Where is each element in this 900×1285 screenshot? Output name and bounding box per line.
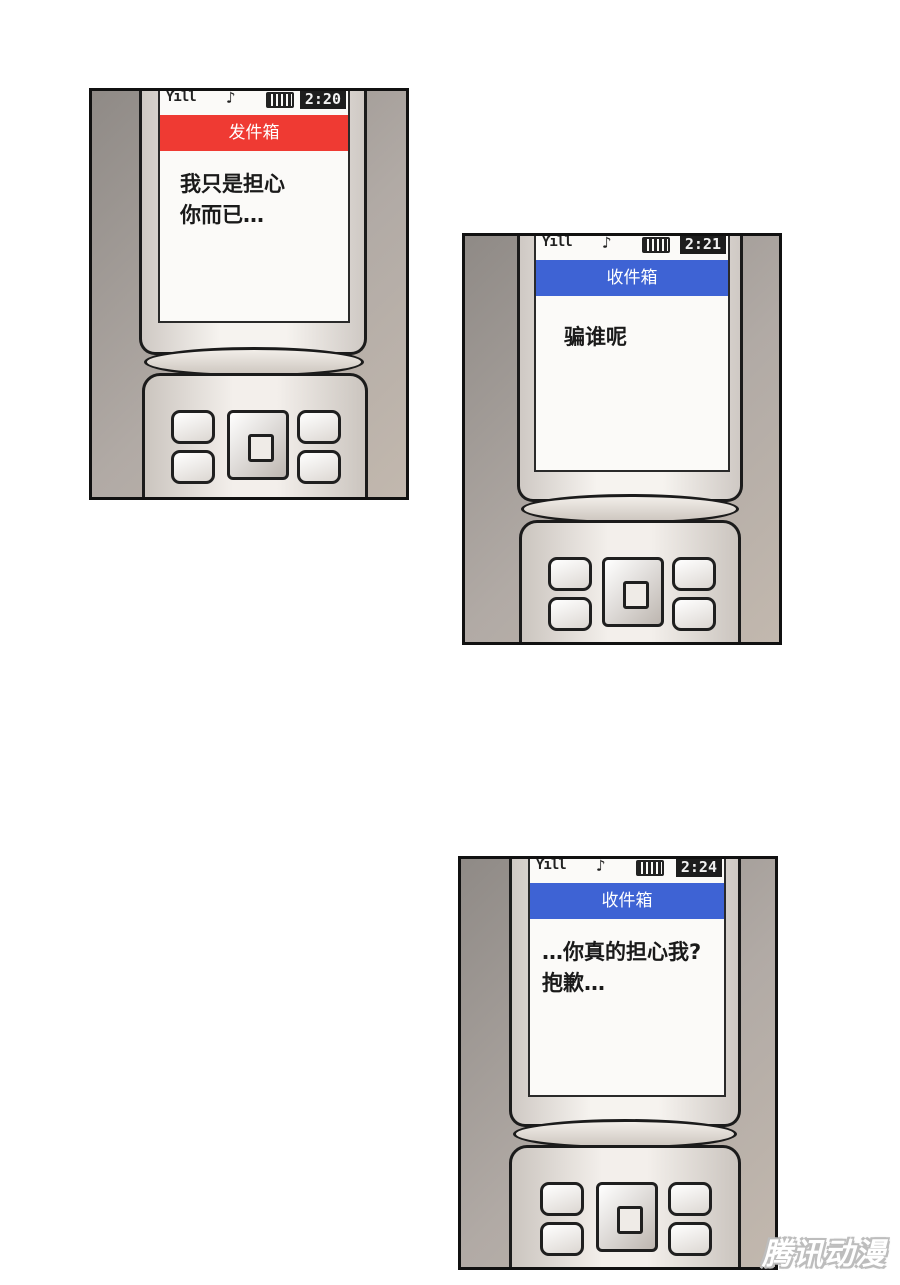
phone-keypad xyxy=(509,1145,741,1267)
signal-icon: Ƴıll xyxy=(166,89,197,105)
signal-icon: Ƴıll xyxy=(542,234,573,250)
battery-icon xyxy=(636,860,664,876)
phone-upper-body: Ƴıll ♪ 2:24 收件箱 …你真的担心我? 抱歉… xyxy=(509,856,741,1127)
phone-keypad xyxy=(142,373,368,497)
phone-screen: Ƴıll ♪ 2:20 发件箱 我只是担心 你而已… xyxy=(158,88,350,323)
key-right-bottom xyxy=(672,597,716,631)
status-bar: Ƴıll ♪ 2:21 xyxy=(536,233,728,256)
key-right-bottom xyxy=(668,1222,712,1256)
phone-keypad xyxy=(519,520,741,642)
key-left-bottom xyxy=(548,597,592,631)
key-left-bottom xyxy=(540,1222,584,1256)
comic-panel-3: Ƴıll ♪ 2:24 收件箱 …你真的担心我? 抱歉… xyxy=(458,856,778,1270)
key-right-top xyxy=(668,1182,712,1216)
music-note-icon: ♪ xyxy=(226,88,236,107)
phone-upper-body: Ƴıll ♪ 2:21 收件箱 骗谁呢 xyxy=(517,233,743,502)
comic-panel-1: Ƴıll ♪ 2:20 发件箱 我只是担心 你而已… xyxy=(89,88,409,500)
key-left-bottom xyxy=(171,450,215,484)
message-line-2: 抱歉… xyxy=(542,971,605,995)
folder-header: 发件箱 xyxy=(160,115,348,151)
comic-panel-2: Ƴıll ♪ 2:21 收件箱 骗谁呢 xyxy=(462,233,782,645)
clock: 2:21 xyxy=(679,236,726,254)
battery-icon xyxy=(642,237,670,253)
key-right-top xyxy=(297,410,341,444)
signal-icon: Ƴıll xyxy=(536,857,567,873)
folder-header: 收件箱 xyxy=(536,260,728,296)
phone-hinge xyxy=(521,494,739,524)
message-line-1: …你真的担心我? xyxy=(542,940,702,964)
key-right-bottom xyxy=(297,450,341,484)
key-right-top xyxy=(672,557,716,591)
message-line-1: 我只是担心 xyxy=(180,172,285,196)
music-note-icon: ♪ xyxy=(602,233,612,252)
phone-screen: Ƴıll ♪ 2:24 收件箱 …你真的担心我? 抱歉… xyxy=(528,856,726,1097)
dpad-center xyxy=(623,581,649,609)
status-bar: Ƴıll ♪ 2:20 xyxy=(160,88,348,111)
phone-screen: Ƴıll ♪ 2:21 收件箱 骗谁呢 xyxy=(534,233,730,472)
message-text: 骗谁呢 xyxy=(564,322,627,353)
dpad-center xyxy=(617,1206,643,1234)
dpad-center xyxy=(248,434,274,462)
dpad xyxy=(227,410,289,480)
dpad xyxy=(602,557,664,627)
message-text: 我只是担心 你而已… xyxy=(180,169,285,231)
clock: 2:20 xyxy=(299,91,346,109)
key-left-top xyxy=(171,410,215,444)
message-line-1: 骗谁呢 xyxy=(564,325,627,349)
status-bar: Ƴıll ♪ 2:24 xyxy=(530,856,724,879)
key-left-top xyxy=(540,1182,584,1216)
battery-icon xyxy=(266,92,294,108)
folder-header: 收件箱 xyxy=(530,883,724,919)
key-left-top xyxy=(548,557,592,591)
watermark-logo: 腾讯动漫 xyxy=(762,1237,886,1272)
dpad xyxy=(596,1182,658,1252)
message-line-2: 你而已… xyxy=(180,203,264,227)
message-text: …你真的担心我? 抱歉… xyxy=(542,937,701,999)
music-note-icon: ♪ xyxy=(596,856,606,875)
phone-upper-body: Ƴıll ♪ 2:20 发件箱 我只是担心 你而已… xyxy=(139,88,367,355)
clock: 2:24 xyxy=(675,859,722,877)
